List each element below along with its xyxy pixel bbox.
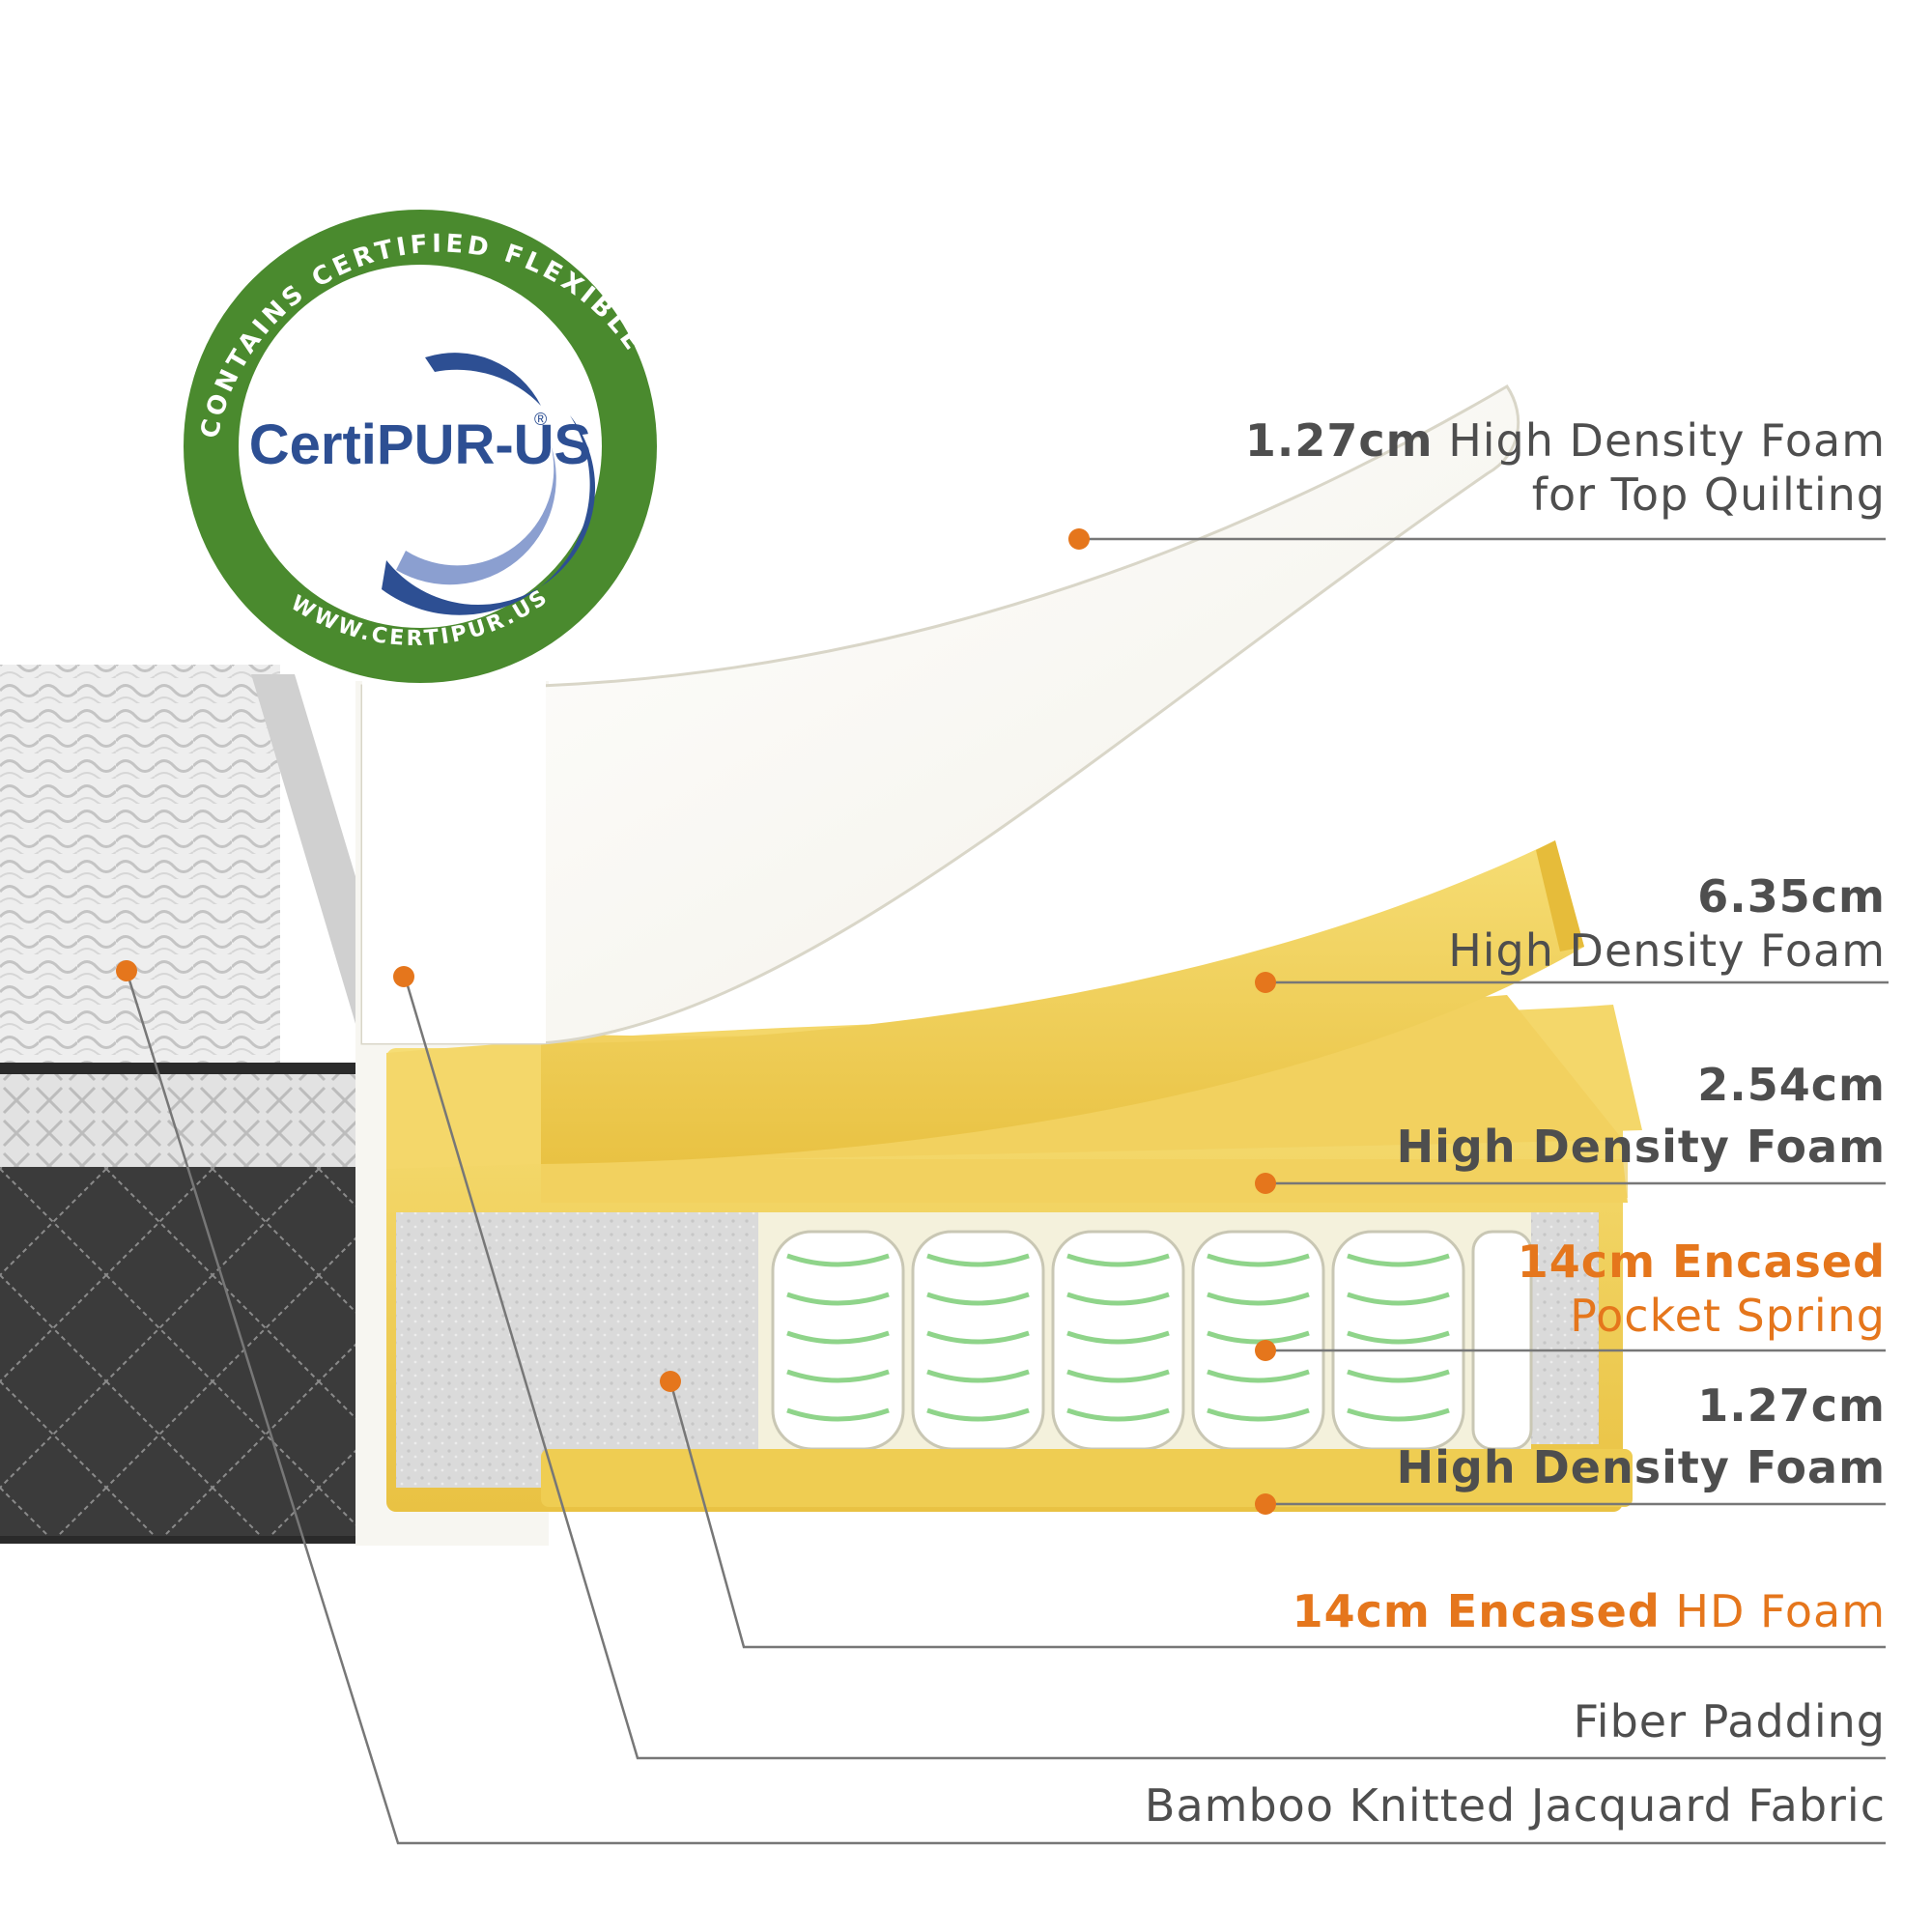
callout-top-quilting-text: High Density Foam <box>1448 414 1886 467</box>
callout-hd-foam-635-size: 6.35cm <box>1697 870 1886 923</box>
callout-hd-foam-635: 6.35cm High Density Foam <box>1448 869 1886 978</box>
callout-hd-foam-127: 1.27cm High Density Foam <box>1397 1378 1886 1494</box>
callout-top-quilting: 1.27cm High Density Foam for Top Quiltin… <box>1245 413 1886 522</box>
callout-hd-foam-254: 2.54cm High Density Foam <box>1397 1058 1886 1174</box>
foam-slab-635 <box>541 840 1584 1164</box>
bottom-foam-layer <box>541 1449 1633 1507</box>
leader-lines <box>125 537 1889 1845</box>
callout-encased-foam-text: HD Foam <box>1675 1585 1886 1637</box>
encased-foam-block <box>396 1212 758 1488</box>
callout-fiber-padding-text: Fiber Padding <box>1573 1695 1886 1747</box>
certipur-seal <box>184 210 657 683</box>
callout-hd-foam-127-text: High Density Foam <box>1396 1441 1886 1493</box>
seal-registered-mark: ® <box>534 410 547 429</box>
callout-hd-foam-254-size: 2.54cm <box>1697 1059 1886 1111</box>
callout-fabric: Bamboo Knitted Jacquard Fabric <box>1145 1778 1886 1833</box>
callout-pocket-spring-size: 14cm Encased <box>1517 1236 1886 1288</box>
top-quilting-sheet <box>360 384 1520 1045</box>
callout-encased-foam: 14cm Encased HD Foam <box>1293 1584 1886 1638</box>
callout-pocket-spring-text: Pocket Spring <box>1570 1290 1886 1342</box>
callout-top-quilting-size: 1.27cm <box>1244 414 1434 467</box>
callout-dots <box>116 528 1276 1515</box>
callout-hd-foam-254-text: High Density Foam <box>1396 1121 1886 1173</box>
callout-hd-foam-635-text: High Density Foam <box>1448 924 1886 977</box>
callout-pocket-spring: 14cm Encased Pocket Spring <box>1518 1235 1886 1343</box>
callout-fabric-text: Bamboo Knitted Jacquard Fabric <box>1144 1779 1886 1832</box>
callout-hd-foam-127-size: 1.27cm <box>1697 1379 1886 1432</box>
pocket-springs <box>758 1212 1533 1454</box>
mattress-body <box>0 665 406 1544</box>
callout-encased-foam-size: 14cm Encased <box>1292 1585 1661 1637</box>
callout-fiber-padding: Fiber Padding <box>1574 1694 1886 1748</box>
callout-top-quilting-line2: for Top Quilting <box>1531 469 1886 521</box>
seal-brand: CertiPUR-US <box>249 413 592 476</box>
